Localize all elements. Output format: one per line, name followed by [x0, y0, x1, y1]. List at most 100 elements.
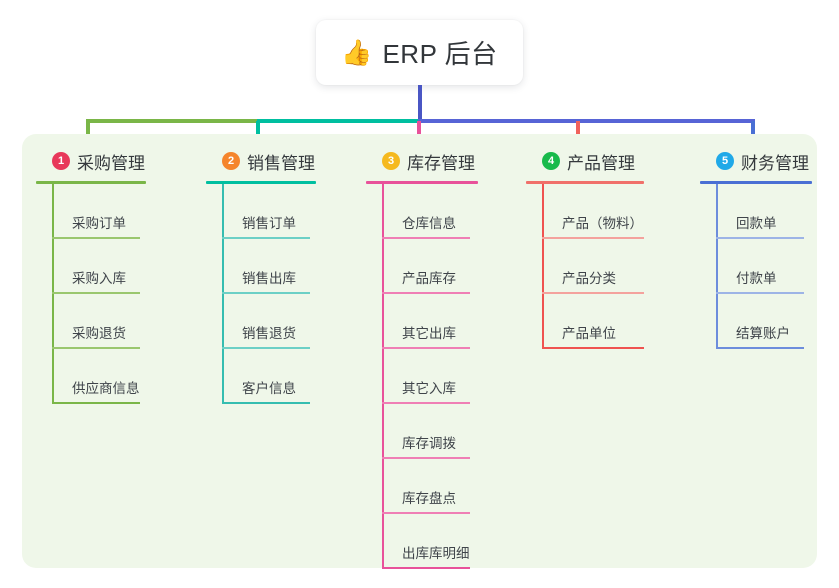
- column-badge-3: 3: [382, 152, 400, 170]
- list-item-rule: [222, 402, 310, 404]
- list-item[interactable]: 其它出库: [366, 294, 536, 349]
- column-spine-5: [716, 184, 718, 349]
- list-item-label: 采购入库: [72, 271, 126, 286]
- column-3: 3 库存管理仓库信息产品库存其它出库其它入库库存调拨库存盘点出库库明细: [366, 146, 536, 569]
- list-item-rule: [716, 237, 804, 239]
- list-item-rule: [52, 292, 140, 294]
- column-rule-2: [206, 181, 316, 184]
- list-item[interactable]: 出库库明细: [366, 514, 536, 569]
- list-item-rule: [542, 347, 644, 349]
- column-title-2: 销售管理: [247, 153, 315, 173]
- root-node-card[interactable]: 👍 ERP 后台: [316, 20, 523, 85]
- list-item[interactable]: 客户信息: [206, 349, 366, 404]
- list-item[interactable]: 库存盘点: [366, 459, 536, 514]
- list-item[interactable]: 结算账户: [700, 294, 839, 349]
- column-title-5: 财务管理: [741, 153, 809, 173]
- list-item-rule: [52, 237, 140, 239]
- list-item[interactable]: 库存调拨: [366, 404, 536, 459]
- column-spine-1: [52, 184, 54, 404]
- column-items-1: 采购订单采购入库采购退货供应商信息: [36, 184, 196, 404]
- list-item-label: 回款单: [736, 216, 777, 231]
- list-item-label: 产品分类: [562, 271, 616, 286]
- list-item-label: 库存盘点: [402, 491, 456, 506]
- column-header-5[interactable]: 5 财务管理: [700, 146, 839, 176]
- list-item[interactable]: 供应商信息: [36, 349, 196, 404]
- list-item-label: 其它入库: [402, 381, 456, 396]
- list-item-rule: [716, 347, 804, 349]
- list-item[interactable]: 销售出库: [206, 239, 366, 294]
- list-item-label: 销售退货: [242, 326, 296, 341]
- column-items-3: 仓库信息产品库存其它出库其它入库库存调拨库存盘点出库库明细: [366, 184, 536, 569]
- column-rule-1: [36, 181, 146, 184]
- list-item-label: 采购退货: [72, 326, 126, 341]
- list-item-rule: [716, 292, 804, 294]
- column-rule-3: [366, 181, 478, 184]
- list-item-rule: [382, 347, 470, 349]
- list-item[interactable]: 付款单: [700, 239, 839, 294]
- list-item[interactable]: 产品分类: [526, 239, 706, 294]
- list-item[interactable]: 销售订单: [206, 184, 366, 239]
- column-items-2: 销售订单销售出库销售退货客户信息: [206, 184, 366, 404]
- list-item[interactable]: 回款单: [700, 184, 839, 239]
- list-item-label: 产品库存: [402, 271, 456, 286]
- column-header-1[interactable]: 1 采购管理: [36, 146, 196, 176]
- list-item-label: 出库库明细: [402, 546, 470, 561]
- list-item-label: 产品单位: [562, 326, 616, 341]
- list-item-label: 结算账户: [736, 326, 790, 341]
- column-spine-4: [542, 184, 544, 349]
- list-item-rule: [382, 292, 470, 294]
- list-item-rule: [52, 347, 140, 349]
- thumbs-up-icon: 👍: [341, 39, 373, 67]
- list-item-label: 供应商信息: [72, 381, 140, 396]
- list-item-rule: [222, 237, 310, 239]
- list-item[interactable]: 采购入库: [36, 239, 196, 294]
- column-header-3[interactable]: 3 库存管理: [366, 146, 536, 176]
- column-badge-2: 2: [222, 152, 240, 170]
- list-item-rule: [542, 237, 644, 239]
- column-1: 1 采购管理采购订单采购入库采购退货供应商信息: [36, 146, 196, 404]
- list-item[interactable]: 采购退货: [36, 294, 196, 349]
- list-item-label: 其它出库: [402, 326, 456, 341]
- diagram-panel: [22, 134, 817, 568]
- column-5: 5 财务管理回款单付款单结算账户: [700, 146, 839, 349]
- list-item[interactable]: 产品（物料）: [526, 184, 706, 239]
- list-item-rule: [382, 237, 470, 239]
- column-title-4: 产品管理: [567, 153, 635, 173]
- list-item-label: 销售出库: [242, 271, 296, 286]
- list-item-label: 产品（物料）: [562, 216, 643, 231]
- list-item[interactable]: 产品单位: [526, 294, 706, 349]
- list-item[interactable]: 销售退货: [206, 294, 366, 349]
- list-item-label: 采购订单: [72, 216, 126, 231]
- column-2: 2 销售管理销售订单销售出库销售退货客户信息: [206, 146, 366, 404]
- column-spine-3: [382, 184, 384, 569]
- list-item-label: 销售订单: [242, 216, 296, 231]
- column-title-1: 采购管理: [77, 153, 145, 173]
- list-item-label: 付款单: [736, 271, 777, 286]
- list-item[interactable]: 产品库存: [366, 239, 536, 294]
- list-item-rule: [222, 347, 310, 349]
- column-items-4: 产品（物料） 产品分类产品单位: [526, 184, 706, 349]
- column-spine-2: [222, 184, 224, 404]
- list-item-label: 仓库信息: [402, 216, 456, 231]
- column-items-5: 回款单付款单结算账户: [700, 184, 839, 349]
- list-item-rule: [52, 402, 140, 404]
- root-node-title: ERP 后台: [382, 39, 498, 69]
- list-item-label: 库存调拨: [402, 436, 456, 451]
- column-header-2[interactable]: 2 销售管理: [206, 146, 366, 176]
- column-title-3: 库存管理: [407, 153, 475, 173]
- list-item-rule: [222, 292, 310, 294]
- list-item[interactable]: 采购订单: [36, 184, 196, 239]
- list-item-rule: [382, 457, 470, 459]
- list-item[interactable]: 其它入库: [366, 349, 536, 404]
- list-item[interactable]: 仓库信息: [366, 184, 536, 239]
- list-item-rule: [382, 512, 470, 514]
- column-rule-4: [526, 181, 644, 184]
- column-rule-5: [700, 181, 812, 184]
- list-item-rule: [382, 402, 470, 404]
- column-badge-5: 5: [716, 152, 734, 170]
- column-badge-1: 1: [52, 152, 70, 170]
- list-item-rule: [382, 567, 470, 569]
- list-item-rule: [542, 292, 644, 294]
